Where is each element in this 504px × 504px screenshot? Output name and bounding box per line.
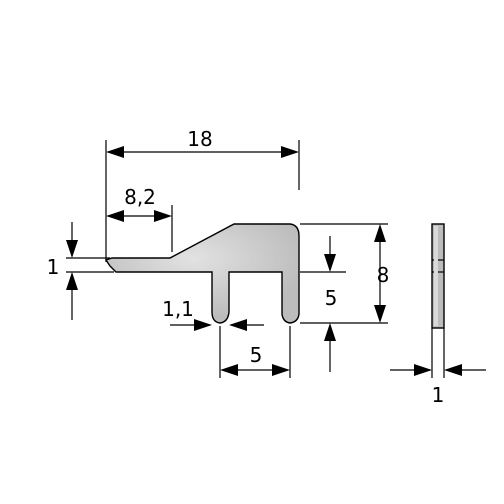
dim-lip-thickness: 1 (47, 222, 114, 320)
label-total-height: 8 (377, 263, 390, 287)
dim-side-thickness: 1 (390, 328, 486, 407)
label-overall-length: 18 (187, 127, 212, 151)
label-leg-width: 1,1 (162, 297, 194, 321)
label-lip-length: 8,2 (124, 185, 156, 209)
dim-leg-spacing: 5 (219, 326, 291, 378)
label-side-thickness: 1 (432, 383, 445, 407)
dim-lip-length: 8,2 (106, 185, 173, 252)
dim-leg-width: 1,1 (162, 297, 264, 331)
label-lower-height: 5 (325, 286, 338, 310)
dim-total-height: 8 (300, 223, 390, 324)
side-view (431, 223, 445, 329)
label-lip-thickness: 1 (47, 255, 60, 279)
label-leg-spacing: 5 (250, 343, 263, 367)
dim-lower-height: 5 (300, 236, 346, 372)
dim-overall-length: 18 (105, 127, 300, 262)
profile-shape (104, 223, 300, 324)
